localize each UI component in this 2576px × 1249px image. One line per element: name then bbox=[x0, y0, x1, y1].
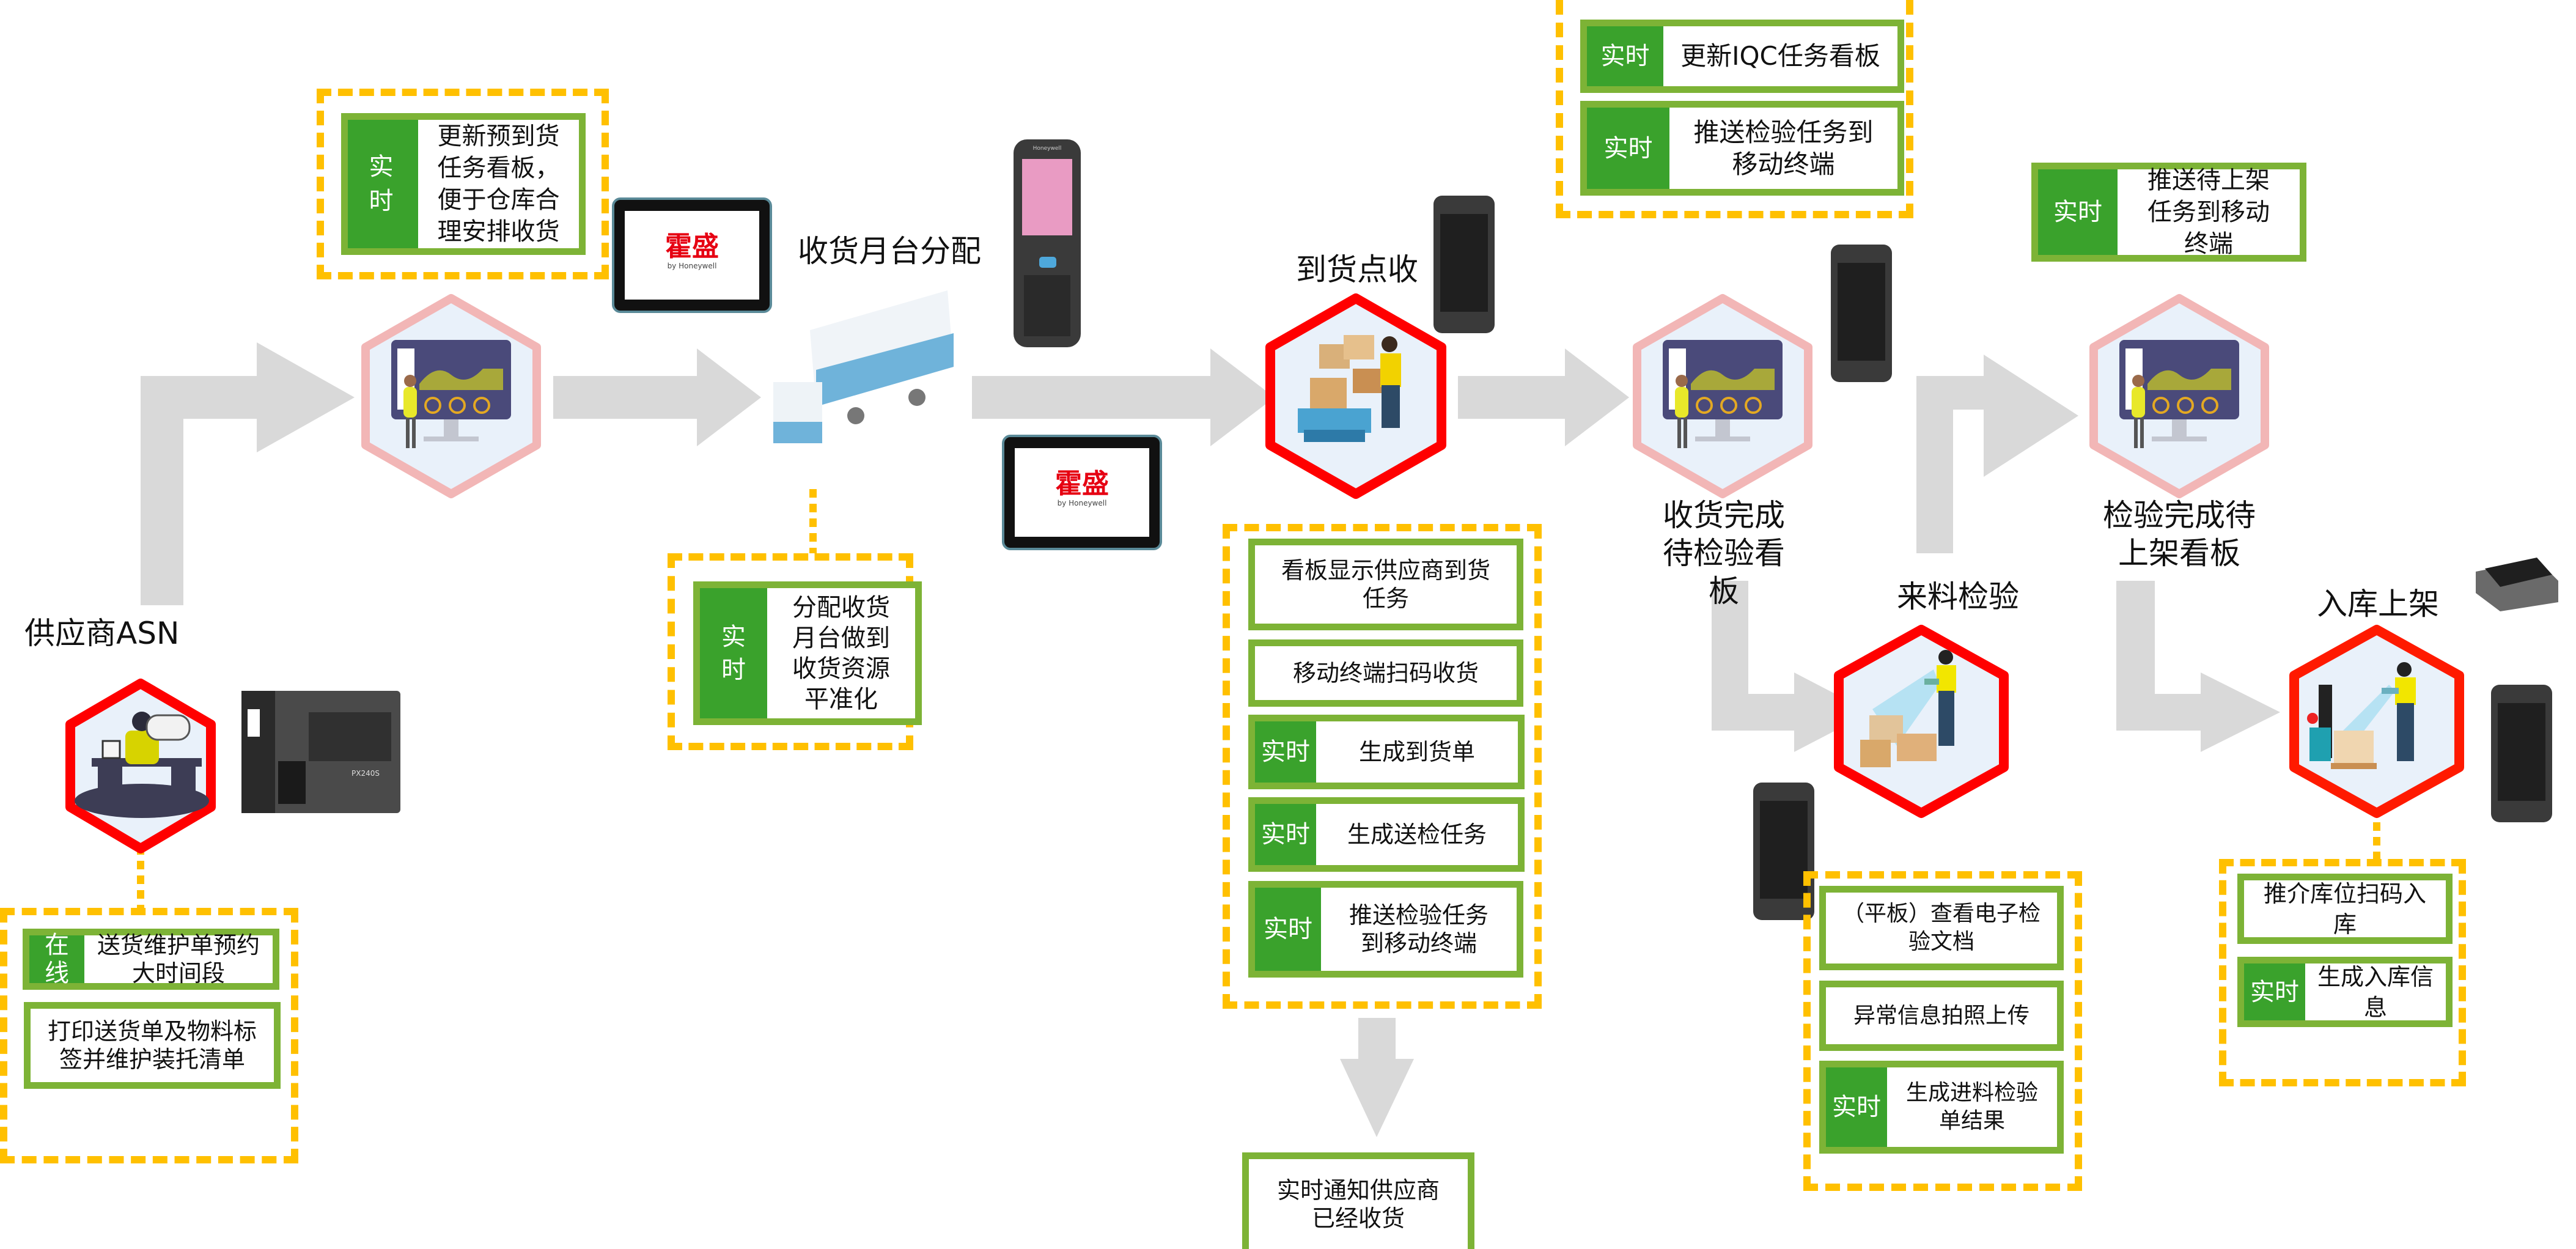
card-asn-print: 打印送货单及物料标签并维护装托清单 bbox=[24, 1002, 281, 1089]
card-text: 实时通知供应商已经收货 bbox=[1276, 1176, 1440, 1232]
card-text: 生成送检任务 bbox=[1347, 821, 1487, 848]
card-text: 送货维护单预约大时间段 bbox=[97, 932, 260, 987]
online-tag: 在线 bbox=[29, 931, 84, 987]
card-text: 打印送货单及物料标签并维护装托清单 bbox=[47, 1018, 257, 1073]
card-text: 生成进料检验单结果 bbox=[1905, 1080, 2038, 1133]
card-putaway-info: 实时 生成入库信息 bbox=[2237, 957, 2453, 1027]
arrow-board-to-inspection bbox=[1712, 581, 1871, 752]
hex-prearrival-board bbox=[361, 294, 541, 498]
card-text: 移动终端扫码收货 bbox=[1292, 660, 1479, 687]
hex-received-board bbox=[1633, 294, 1812, 498]
stage-label-dock-allocation: 收货月台分配 bbox=[798, 234, 981, 269]
hex-inspection bbox=[1834, 625, 2009, 818]
card-text: 更新预到货任务看板，便于仓库合理安排收货 bbox=[437, 122, 560, 246]
stage-label-arrival-receiving: 到货点收 bbox=[1296, 252, 1418, 287]
realtime-tag: 实时 bbox=[700, 588, 767, 718]
stage-label-putaway-board: 检验完成待上架看板 bbox=[2103, 498, 2256, 571]
mobile-printer-device bbox=[2476, 558, 2558, 611]
card-text: 推介库位扫码入库 bbox=[2263, 880, 2426, 938]
card-dock-allocation: 实时 分配收货月台做到收货资源平准化 bbox=[693, 581, 922, 725]
card-text: 推送待上架任务到移动终端 bbox=[2147, 166, 2270, 258]
handheld-phone-4 bbox=[2491, 685, 2552, 822]
card-asn-online: 在线 送货维护单预约大时间段 bbox=[23, 929, 279, 990]
realtime-tag: 实时 bbox=[348, 120, 418, 248]
handheld-phone-2 bbox=[1831, 245, 1892, 382]
card-notify-supplier: 实时通知供应商已经收货 bbox=[1242, 1152, 1474, 1249]
arrow-dock-to-receiving bbox=[972, 348, 1275, 446]
card-text: 分配收货月台做到收货资源平准化 bbox=[792, 593, 890, 713]
card-text: （平板）查看电子检验文档 bbox=[1842, 901, 2041, 954]
card-receiving-inspection-task: 实时 生成送检任务 bbox=[1248, 797, 1525, 872]
stage-label-received-board: 收货完成待检验看板 bbox=[1663, 498, 1785, 609]
card-iqc-push: 实时 推送检验任务到移动终端 bbox=[1580, 101, 1904, 196]
card-iqc-update: 实时 更新IQC任务看板 bbox=[1580, 20, 1904, 93]
hex-receiving bbox=[1265, 293, 1446, 499]
stage-label-supplier-asn: 供应商ASN bbox=[24, 616, 180, 651]
arrow-inspection-to-putaway-board bbox=[1916, 355, 2078, 553]
card-text: 异常信息拍照上传 bbox=[1853, 1003, 2030, 1028]
stage-label-putaway: 入库上架 bbox=[2317, 586, 2439, 622]
truck-device bbox=[773, 290, 954, 443]
stage-label-incoming-inspection: 来料检验 bbox=[1897, 579, 2019, 614]
realtime-tag: 实时 bbox=[1255, 721, 1316, 783]
realtime-tag: 实时 bbox=[1826, 1067, 1887, 1147]
group-iqc-board: 实时 更新IQC任务看板 实时 推送检验任务到移动终端 bbox=[1556, 0, 1913, 218]
card-receiving-board: 看板显示供应商到货任务 bbox=[1248, 539, 1523, 630]
card-receiving-push: 实时 推送检验任务到移动终端 bbox=[1248, 881, 1523, 978]
card-prearrival-update: 实时 更新预到货任务看板，便于仓库合理安排收货 bbox=[341, 113, 586, 255]
realtime-tag: 实时 bbox=[1255, 888, 1321, 971]
handheld-phone-3 bbox=[1753, 783, 1814, 920]
card-receiving-scan: 移动终端扫码收货 bbox=[1248, 639, 1523, 707]
arrow-supplier-to-board bbox=[141, 342, 355, 605]
card-text: 生成到货单 bbox=[1358, 739, 1475, 765]
realtime-tag: 实时 bbox=[1255, 804, 1316, 865]
card-receiving-arrival-note: 实时 生成到货单 bbox=[1248, 715, 1525, 789]
tablet-logo-2: 霍盛 by Honeywell bbox=[1055, 468, 1109, 508]
card-inspection-photo: 异常信息拍照上传 bbox=[1819, 981, 2064, 1051]
arrow-receiving-to-board bbox=[1458, 348, 1629, 446]
card-putaway-push: 实时 推送待上架任务到移动终端 bbox=[2031, 163, 2306, 262]
realtime-tag: 实时 bbox=[1587, 26, 1663, 86]
card-text: 推送检验任务到移动终端 bbox=[1693, 117, 1874, 179]
card-text: 生成入库信息 bbox=[2317, 963, 2434, 1021]
hex-putaway bbox=[2289, 625, 2464, 818]
card-inspection-docs: （平板）查看电子检验文档 bbox=[1819, 886, 2064, 970]
realtime-tag: 实时 bbox=[2038, 169, 2118, 255]
handheld-brand-label: Honeywell bbox=[1032, 146, 1062, 152]
group-dock: 实时 分配收货月台做到收货资源平准化 bbox=[668, 553, 922, 750]
tablet-logo-1: 霍盛 by Honeywell bbox=[665, 231, 719, 271]
realtime-tag: 实时 bbox=[2244, 963, 2305, 1020]
group-asn: 在线 送货维护单预约大时间段 打印送货单及物料标签并维护装托清单 bbox=[0, 908, 298, 1163]
card-inspection-result: 实时 生成进料检验单结果 bbox=[1819, 1061, 2064, 1154]
tablet-device-2 bbox=[1002, 435, 1162, 550]
group-prearrival-board: 实时 更新预到货任务看板，便于仓库合理安排收货 bbox=[317, 89, 609, 279]
group-receiving: 看板显示供应商到货任务 移动终端扫码收货 实时 生成到货单 实时 生成送检任务 … bbox=[1223, 524, 1542, 1009]
card-text: 更新IQC任务看板 bbox=[1680, 41, 1880, 71]
card-text: 看板显示供应商到货任务 bbox=[1281, 557, 1490, 612]
group-inspection: （平板）查看电子检验文档 异常信息拍照上传 实时 生成进料检验单结果 bbox=[1803, 871, 2082, 1191]
handheld-phone-1 bbox=[1433, 196, 1495, 333]
handheld-rugged-device bbox=[1014, 139, 1081, 347]
arrow-board-to-dock bbox=[553, 348, 761, 446]
hex-putaway-board bbox=[2089, 294, 2269, 498]
card-text: 推送检验任务到移动终端 bbox=[1349, 902, 1489, 957]
realtime-tag: 实时 bbox=[1587, 108, 1669, 189]
printer-model-label: PX240S bbox=[351, 769, 380, 778]
group-putaway: 推介库位扫码入库 实时 生成入库信息 bbox=[2219, 859, 2466, 1086]
tablet-device-1 bbox=[612, 197, 772, 313]
printer-device bbox=[241, 691, 400, 813]
card-putaway-scan: 推介库位扫码入库 bbox=[2237, 874, 2453, 944]
arrow-receiving-to-notify bbox=[1340, 1018, 1414, 1137]
arrow-board-to-putaway bbox=[2116, 581, 2280, 752]
hex-supplier bbox=[65, 679, 216, 853]
